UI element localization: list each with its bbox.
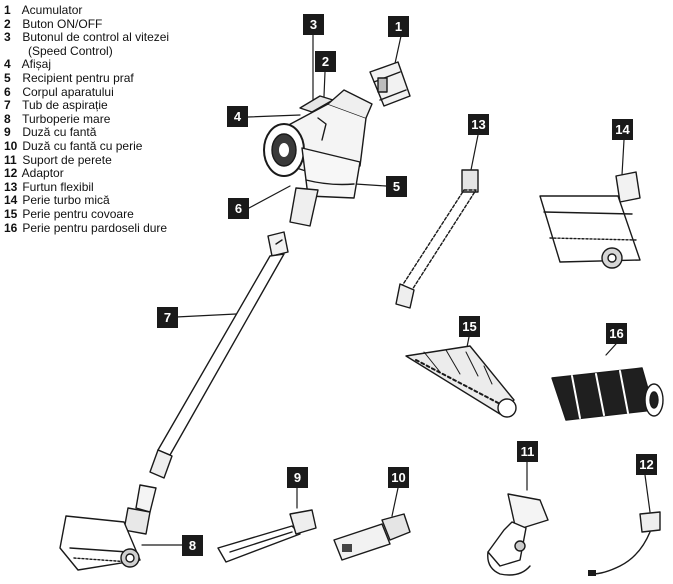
legend-item: 3 Butonul de control al vitezei bbox=[4, 30, 170, 45]
legend-item: 2 Buton ON/OFF bbox=[4, 16, 169, 32]
callout-1: 1 bbox=[388, 16, 409, 37]
legend-number: 14 bbox=[4, 193, 18, 208]
legend-item: 15 Perie pentru covoare bbox=[4, 206, 169, 222]
callout-3: 3 bbox=[303, 14, 324, 35]
callout-10: 10 bbox=[388, 467, 409, 488]
callout-2: 2 bbox=[315, 51, 336, 72]
legend-text: Furtun flexibil bbox=[22, 179, 94, 194]
crevice-brush-tool-illustration bbox=[333, 513, 411, 561]
carpet-brush-illustration bbox=[405, 345, 517, 418]
legend-item-continuation: (Speed Control) bbox=[4, 43, 169, 59]
legend-item: 14 Perie turbo mică bbox=[4, 194, 169, 208]
callout-14: 14 bbox=[612, 119, 633, 140]
vacuum-body-illustration bbox=[263, 89, 373, 227]
legend-text: Perie turbo mică bbox=[22, 193, 110, 208]
legend-number: 15 bbox=[4, 206, 18, 221]
callout-12: 12 bbox=[636, 454, 657, 475]
callout-16: 16 bbox=[606, 323, 627, 344]
legend-item: 11 Suport de perete bbox=[4, 152, 169, 168]
legend-number: 10 bbox=[4, 138, 18, 153]
legend-number: 12 bbox=[4, 166, 18, 181]
wall-mount-illustration bbox=[487, 493, 549, 576]
legend-number: 5 bbox=[4, 70, 11, 85]
legend-text: Perie pentru covoare bbox=[22, 206, 134, 221]
legend-item: 12 Adaptor bbox=[4, 166, 169, 181]
callout-13: 13 bbox=[468, 114, 489, 135]
legend-number: 9 bbox=[4, 125, 11, 140]
legend-item: 4 Afișaj bbox=[4, 58, 169, 72]
callout-4: 4 bbox=[227, 106, 248, 127]
hard-floor-brush-illustration bbox=[551, 367, 664, 421]
legend-text: Acumulator bbox=[21, 3, 83, 17]
parts-legend: 1 Acumulator 2 Buton ON/OFF 3 Butonul de… bbox=[4, 3, 170, 236]
legend-text: Turboperie mare bbox=[22, 111, 111, 126]
legend-text: Afișaj bbox=[21, 57, 52, 72]
legend-number: 13 bbox=[4, 179, 18, 194]
small-turbo-brush-illustration bbox=[539, 171, 641, 269]
callout-11: 11 bbox=[517, 441, 538, 462]
legend-item: 8 Turboperie mare bbox=[4, 111, 169, 127]
legend-text: Corpul aparatului bbox=[22, 84, 114, 99]
legend-text: Suport de perete bbox=[22, 152, 112, 167]
callout-9: 9 bbox=[287, 467, 308, 488]
legend-item: 10 Duză cu fantă cu perie bbox=[4, 138, 169, 154]
legend-item: 1 Acumulator bbox=[4, 3, 169, 18]
flexible-hose-illustration bbox=[395, 169, 479, 309]
legend-number: 3 bbox=[4, 30, 11, 45]
legend-item: 16 Perie pentru pardoseli dure bbox=[4, 220, 169, 236]
legend-number: 7 bbox=[4, 98, 11, 113]
battery-illustration bbox=[369, 61, 411, 107]
legend-text: Buton ON/OFF bbox=[22, 16, 103, 31]
legend-number: 16 bbox=[4, 220, 18, 235]
legend-text: (Speed Control) bbox=[28, 43, 113, 58]
adaptor-illustration bbox=[588, 511, 661, 576]
legend-item: 13 Furtun flexibil bbox=[4, 179, 169, 195]
callout-6: 6 bbox=[228, 198, 249, 219]
crevice-tool-illustration bbox=[217, 509, 317, 563]
legend-text: Butonul de control al vitezei bbox=[22, 30, 170, 45]
legend-text: Tub de aspirație bbox=[22, 98, 108, 113]
legend-text: Perie pentru pardoseli dure bbox=[22, 220, 168, 235]
tube-illustration bbox=[149, 231, 289, 479]
legend-number: 8 bbox=[4, 111, 11, 126]
legend-number: 1 bbox=[4, 3, 11, 17]
callout-5: 5 bbox=[386, 176, 407, 197]
callout-7: 7 bbox=[157, 307, 178, 328]
legend-number: 11 bbox=[4, 152, 17, 167]
callout-15: 15 bbox=[459, 316, 480, 337]
legend-number: 2 bbox=[4, 16, 11, 31]
callout-8: 8 bbox=[182, 535, 203, 556]
legend-text: Duză cu fantă cu perie bbox=[22, 138, 143, 153]
legend-number: 6 bbox=[4, 84, 11, 99]
legend-text: Recipient pentru praf bbox=[22, 70, 134, 85]
legend-item: 5 Recipient pentru praf bbox=[4, 70, 169, 86]
big-turbo-brush-illustration bbox=[59, 484, 157, 571]
legend-text: Duză cu fantă bbox=[22, 125, 97, 140]
legend-item: 6 Corpul aparatului bbox=[4, 84, 169, 100]
legend-item: 9 Duză cu fantă bbox=[4, 126, 169, 140]
legend-text: Adaptor bbox=[21, 166, 64, 181]
legend-number: 4 bbox=[4, 57, 11, 72]
legend-item: 7 Tub de aspirație bbox=[4, 98, 169, 113]
